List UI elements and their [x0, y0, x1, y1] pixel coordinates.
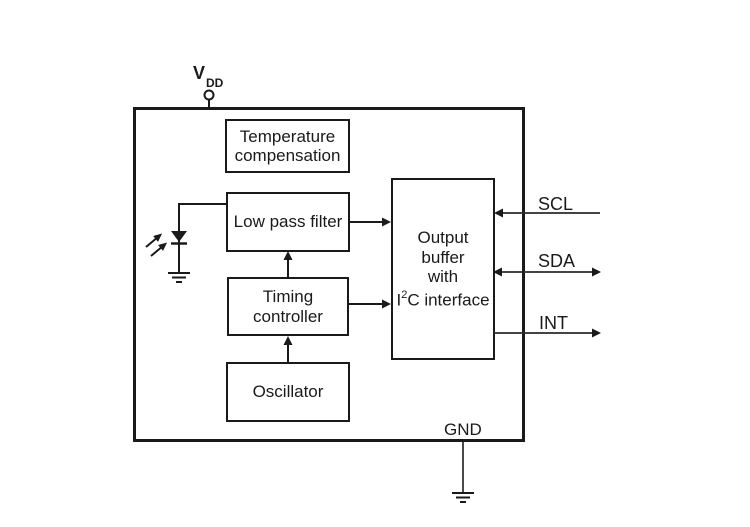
- timing-controller-label-line1: Timing: [262, 287, 314, 306]
- sda-left-arrowhead: [493, 267, 502, 277]
- oscillator-to-timing-arrowhead: [283, 336, 293, 345]
- sda-right-arrowhead: [592, 267, 601, 277]
- temperature-compensation-label-line1: Temperature: [239, 126, 336, 146]
- output-buffer-label-line4: I2C interface: [396, 288, 490, 310]
- output-buffer-block: Output buffer with I2C interface: [391, 178, 495, 360]
- gnd-pin-label: GND: [444, 420, 482, 439]
- output-buffer-label-line2: buffer: [421, 247, 465, 267]
- ground-icon: [168, 272, 190, 283]
- oscillator-label: Oscillator: [252, 382, 324, 402]
- vdd-pin-label: VDD: [193, 63, 224, 90]
- timing-controller-label-line2: controller: [253, 306, 323, 326]
- int-pin-label: INT: [539, 313, 568, 333]
- int-arrowhead: [592, 328, 601, 338]
- timing-controller-block: Timing controller: [227, 277, 349, 336]
- low-pass-filter-label: Low pass filter: [233, 212, 343, 232]
- vdd-terminal-icon: [203, 89, 215, 101]
- output-buffer-label-line1: Output: [417, 228, 469, 248]
- light-arrow-icon: [145, 233, 163, 248]
- oscillator-block: Oscillator: [226, 362, 350, 422]
- temperature-compensation-label-line2: compensation: [234, 146, 341, 165]
- light-arrow-icon: [150, 242, 168, 257]
- low-pass-filter-block: Low pass filter: [226, 192, 350, 252]
- timing-to-buffer-arrowhead: [382, 299, 391, 309]
- temperature-compensation-block: Temperature compensation: [225, 119, 350, 173]
- lpf-to-buffer-arrowhead: [382, 217, 391, 227]
- ground-icon: [452, 492, 474, 503]
- output-buffer-label-line3: with: [427, 267, 459, 287]
- scl-pin-label: SCL: [538, 194, 574, 214]
- scl-arrowhead: [494, 208, 503, 218]
- sda-pin-label: SDA: [538, 251, 576, 271]
- timing-to-lpf-arrowhead: [283, 251, 293, 260]
- photodiode-icon: [171, 231, 187, 242]
